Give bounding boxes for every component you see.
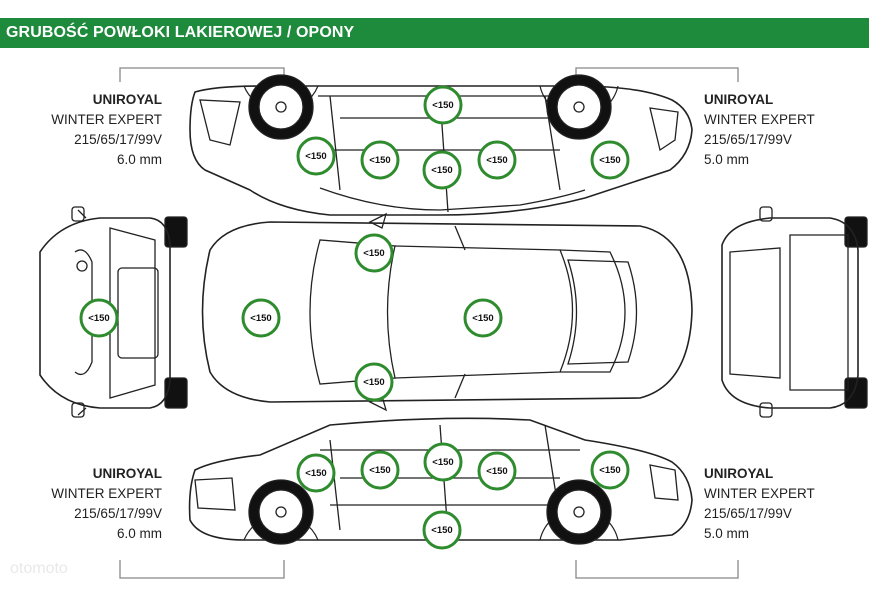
svg-text:<150: <150	[305, 468, 326, 479]
gauge-bottom-rear-fender: <150	[590, 450, 630, 490]
tire-brand: UNIROYAL	[92, 466, 162, 481]
tire-size: 215/65/17/99V	[704, 132, 792, 147]
svg-text:<150: <150	[432, 457, 453, 468]
svg-text:<150: <150	[486, 155, 507, 166]
gauge-right-pillar: <150	[354, 362, 394, 402]
svg-text:<150: <150	[472, 313, 493, 324]
watermark: otomoto	[10, 560, 68, 577]
svg-text:<150: <150	[486, 466, 507, 477]
tire-info-top-left: UNIROYAL WINTER EXPERT 215/65/17/99V 6.0…	[10, 90, 162, 170]
tire-model: WINTER EXPERT	[51, 486, 162, 501]
gauge-top-front-door: <150	[360, 140, 400, 180]
tire-model: WINTER EXPERT	[704, 112, 815, 127]
svg-text:<150: <150	[363, 377, 384, 388]
svg-text:<150: <150	[431, 525, 452, 536]
tire-depth: 5.0 mm	[704, 152, 750, 167]
svg-text:<150: <150	[599, 155, 620, 166]
leader-line-bottom-right	[575, 560, 739, 579]
svg-text:<150: <150	[431, 165, 452, 176]
svg-text:<150: <150	[363, 248, 384, 259]
gauge-top-rear-door: <150	[477, 140, 517, 180]
leader-line-bottom-left	[119, 560, 285, 579]
gauge-left-pillar: <150	[354, 233, 394, 273]
header-bar: GRUBOŚĆ POWŁOKI LAKIEROWEJ / OPONY	[0, 18, 869, 48]
gauge-bottom-roof: <150	[423, 442, 463, 482]
car-front-view	[39, 206, 188, 418]
gauge-top-sill: <150	[422, 150, 462, 190]
wheel-top-left	[243, 74, 319, 140]
tire-model: WINTER EXPERT	[704, 486, 815, 501]
wheel-bottom-right	[539, 479, 619, 545]
gauge-bottom-front-fender: <150	[296, 453, 336, 493]
wheel-bottom-left	[243, 479, 319, 545]
tire-depth: 6.0 mm	[116, 152, 162, 167]
tire-info-bottom-right: UNIROYAL WINTER EXPERT 215/65/17/99V 5.0…	[704, 464, 864, 544]
tire-depth: 6.0 mm	[116, 526, 162, 541]
tire-model: WINTER EXPERT	[51, 112, 162, 127]
gauge-top-roof: <150	[423, 85, 463, 125]
wheel-top-right	[539, 74, 619, 140]
gauge-roof: <150	[463, 298, 503, 338]
tire-info-bottom-left: UNIROYAL WINTER EXPERT 215/65/17/99V 6.0…	[10, 464, 162, 544]
svg-text:<150: <150	[599, 465, 620, 476]
svg-text:<150: <150	[250, 313, 271, 324]
svg-text:<150: <150	[305, 151, 326, 162]
svg-text:<150: <150	[369, 465, 390, 476]
gauge-bottom-front-door: <150	[360, 450, 400, 490]
svg-text:<150: <150	[88, 313, 109, 324]
gauge-front-bumper: <150	[79, 298, 119, 338]
gauge-bottom-rear-door: <150	[477, 451, 517, 491]
tire-info-top-right: UNIROYAL WINTER EXPERT 215/65/17/99V 5.0…	[704, 90, 864, 170]
svg-text:<150: <150	[369, 155, 390, 166]
car-side-view-bottom	[188, 417, 693, 545]
tire-brand: UNIROYAL	[704, 466, 774, 481]
leader-line-top-right	[575, 67, 739, 82]
gauge-top-front-fender: <150	[296, 136, 336, 176]
gauge-hood: <150	[241, 298, 281, 338]
gauge-bottom-sill: <150	[422, 510, 462, 550]
tire-size: 215/65/17/99V	[74, 132, 162, 147]
tire-brand: UNIROYAL	[704, 92, 774, 107]
header-title: GRUBOŚĆ POWŁOKI LAKIEROWEJ / OPONY	[6, 24, 355, 41]
gauge-top-rear-fender: <150	[590, 140, 630, 180]
tire-size: 215/65/17/99V	[704, 506, 792, 521]
tire-brand: UNIROYAL	[92, 92, 162, 107]
tire-depth: 5.0 mm	[704, 526, 750, 541]
car-rear-view	[721, 206, 868, 418]
svg-text:<150: <150	[432, 100, 453, 111]
tire-size: 215/65/17/99V	[74, 506, 162, 521]
leader-line-top-left	[119, 67, 285, 82]
